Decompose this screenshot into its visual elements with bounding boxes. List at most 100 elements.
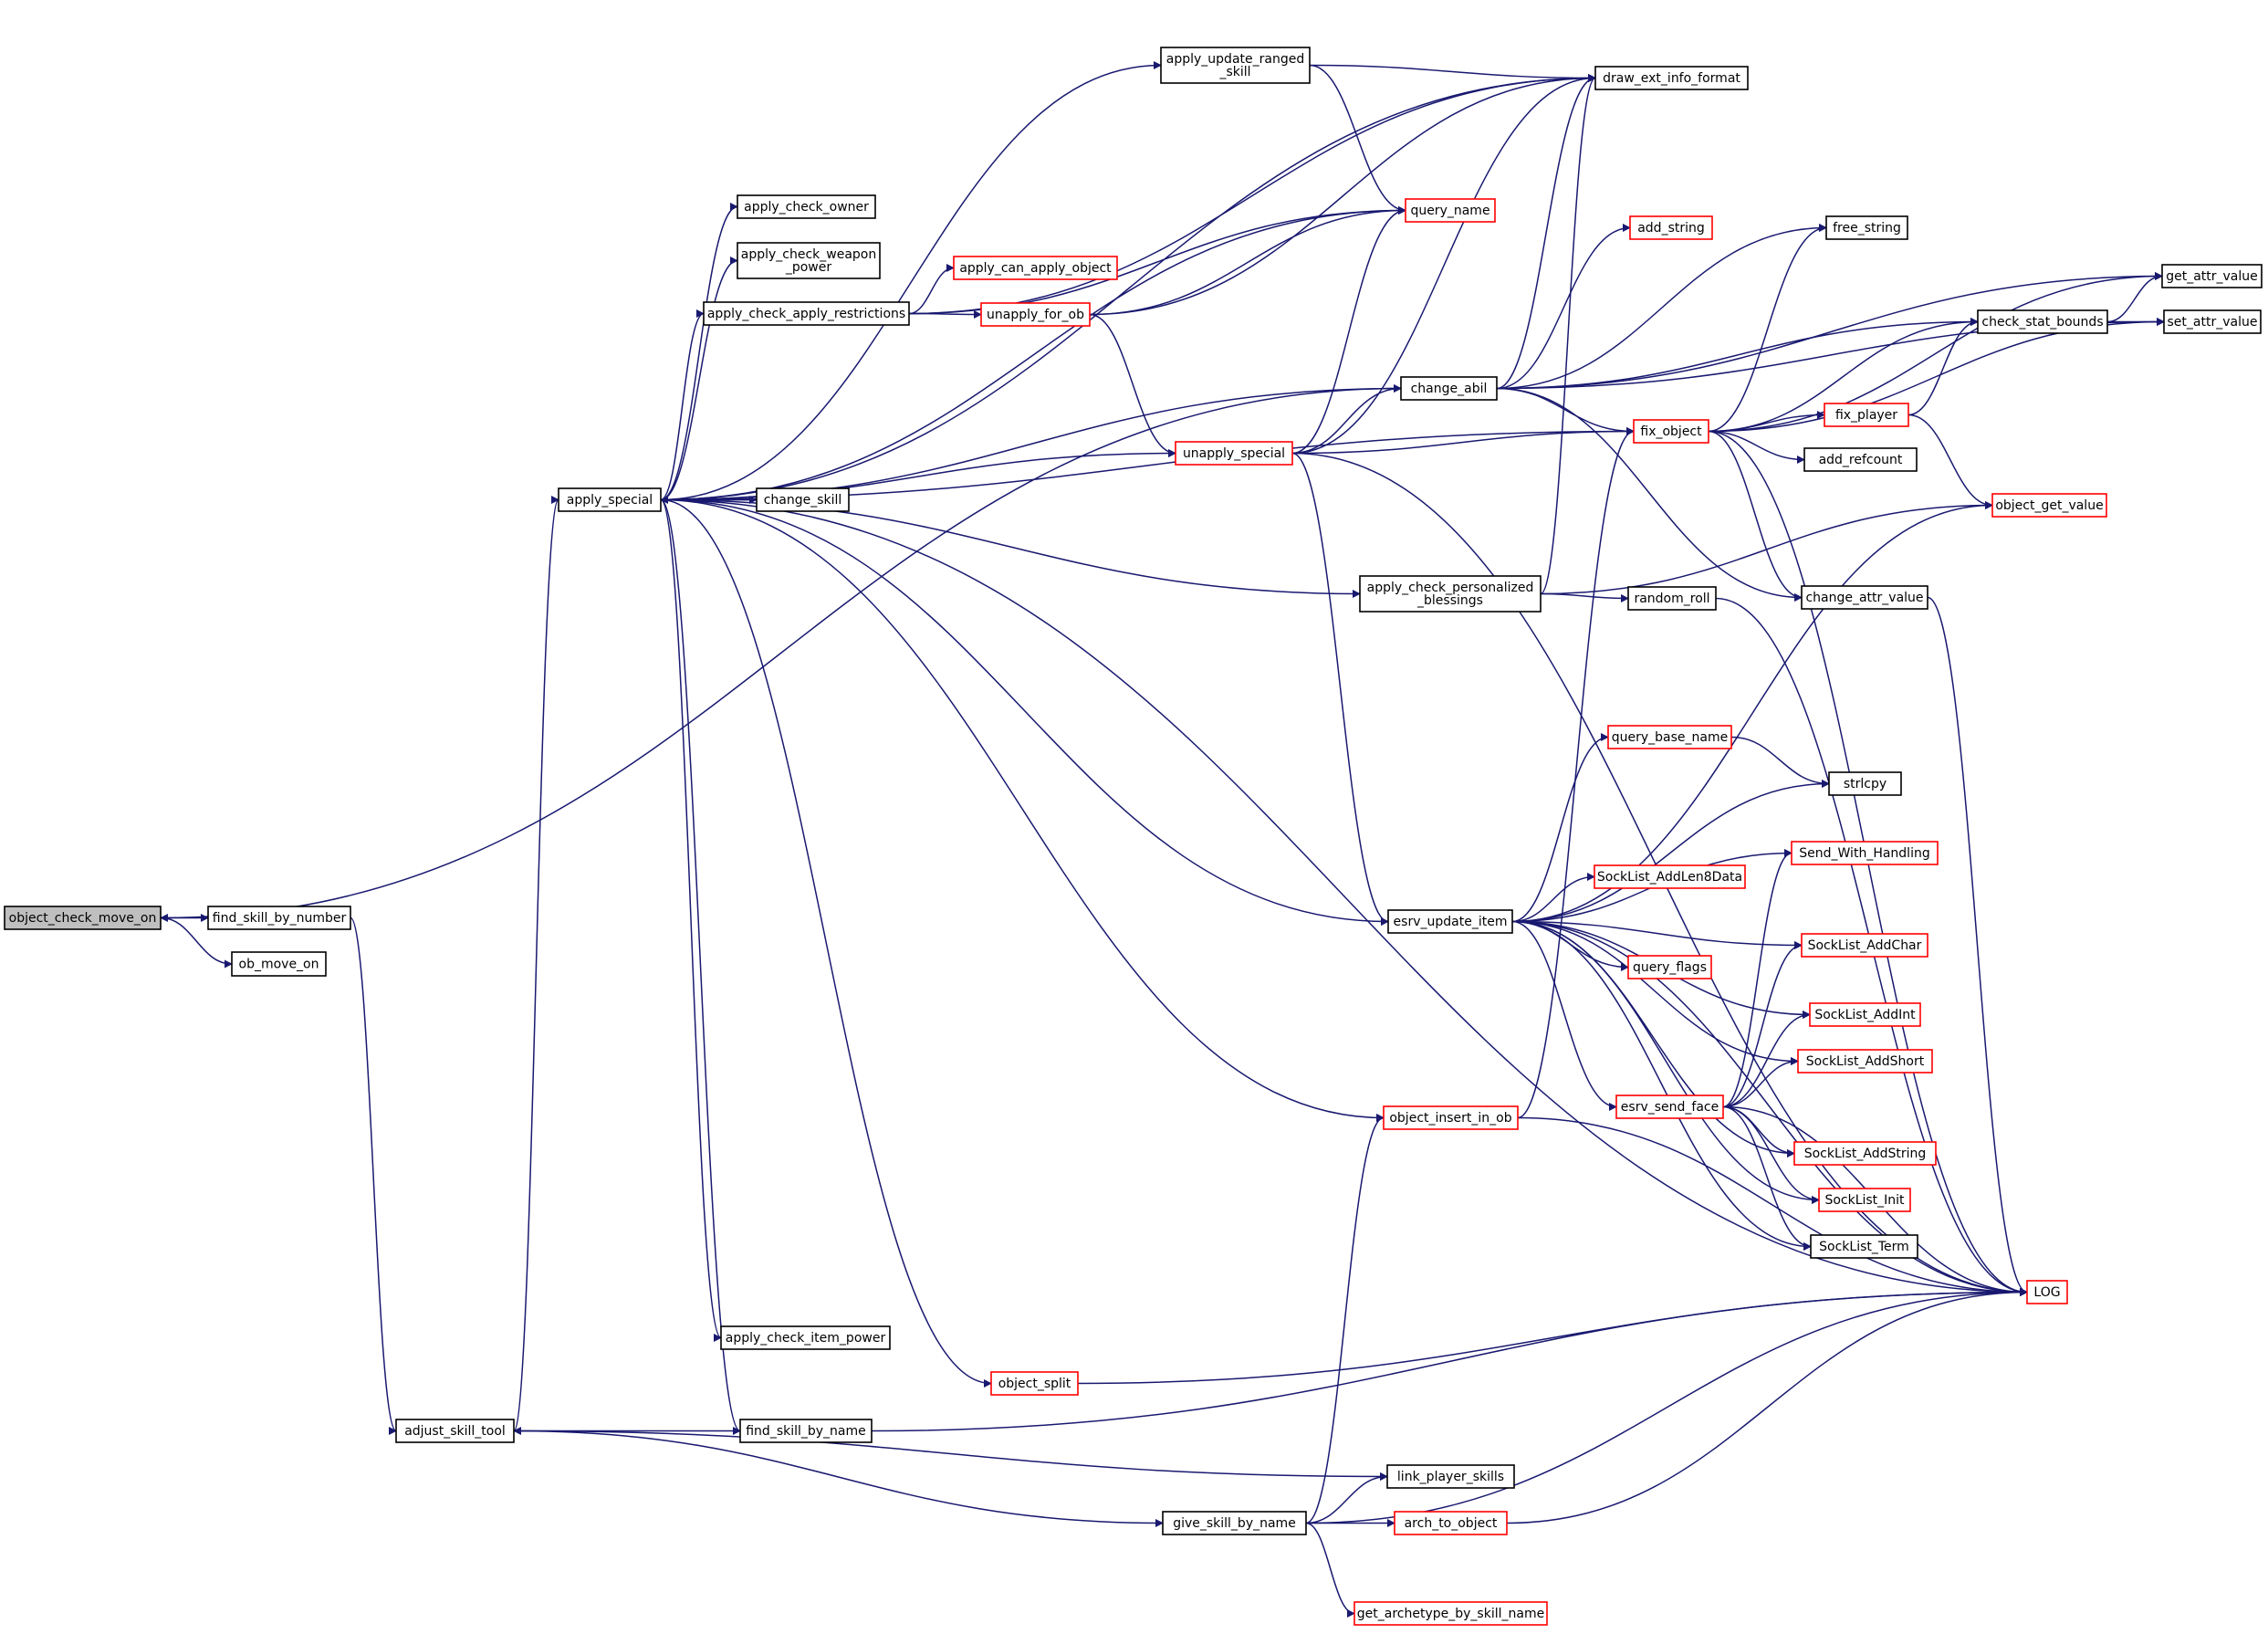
node-box — [1615, 1095, 1724, 1119]
node-find_skill_by_number[interactable]: find_skill_by_number — [207, 906, 351, 930]
node-esrv_update_item[interactable]: esrv_update_item — [1387, 909, 1513, 934]
node-find_skill_by_name[interactable]: find_skill_by_name — [739, 1419, 873, 1443]
edge-esrv_send_face-to-SockList_AddChar — [1722, 941, 1803, 1108]
node-apply_check_personalized_blessings[interactable]: apply_check_personalized_blessings — [1359, 575, 1542, 613]
node-apply_update_ranged_skill[interactable]: apply_update_ranged_skill — [1160, 47, 1311, 84]
node-label: esrv_update_item — [1394, 915, 1508, 929]
node-apply_special[interactable]: apply_special — [558, 487, 662, 512]
node-unapply_special[interactable]: unapply_special — [1175, 441, 1293, 466]
node-label: get_attr_value — [2166, 269, 2258, 284]
edge-fix_object-to-add_refcount — [1708, 430, 1805, 464]
node-label: free_string — [1833, 221, 1901, 236]
edge-change_abil-to-change_attr_value — [1496, 387, 1803, 602]
node-random_roll[interactable]: random_roll — [1627, 586, 1717, 611]
edge-unapply_special-to-fix_object — [1291, 427, 1635, 455]
node-SockList_AddLen8Data[interactable]: SockList_AddLen8Data — [1594, 864, 1746, 889]
node-object_check_move_on[interactable]: object_check_move_on — [4, 906, 162, 930]
node-box — [1162, 1511, 1307, 1535]
node-unapply_for_ob[interactable]: unapply_for_ob — [980, 302, 1091, 327]
edge-arch_to_object-to-LOG — [1506, 1288, 2028, 1524]
node-esrv_send_face[interactable]: esrv_send_face — [1615, 1095, 1724, 1119]
node-LOG[interactable]: LOG — [2026, 1280, 2068, 1304]
edge-object_insert_in_ob-to-fix_object — [1517, 427, 1635, 1119]
node-box — [1387, 909, 1513, 934]
edge-apply_check_apply_restrictions-to-apply_can_apply_object — [908, 264, 955, 315]
node-Send_With_Handling[interactable]: Send_With_Handling — [1791, 841, 1939, 865]
node-change_skill[interactable]: change_skill — [756, 487, 850, 512]
node-box — [737, 242, 881, 279]
node-free_string[interactable]: free_string — [1825, 215, 1908, 240]
node-box — [1809, 1002, 1921, 1027]
edge-find_skill_by_number-to-adjust_skill_tool — [350, 917, 397, 1435]
node-query_base_name[interactable]: query_base_name — [1607, 725, 1732, 749]
node-ob_move_on[interactable]: ob_move_on — [231, 951, 327, 977]
node-label: check_stat_bounds — [1981, 315, 2103, 330]
node-label: draw_ext_info_format — [1603, 71, 1740, 86]
edge-esrv_update_item-to-SockList_Init — [1511, 920, 1820, 1204]
node-strlcpy[interactable]: strlcpy — [1828, 771, 1902, 796]
node-box — [739, 1419, 873, 1443]
node-get_attr_value[interactable]: get_attr_value — [2161, 264, 2263, 288]
node-label: _blessings — [1416, 593, 1483, 608]
node-SockList_AddChar[interactable]: SockList_AddChar — [1801, 933, 1928, 958]
node-check_stat_bounds[interactable]: check_stat_bounds — [1977, 309, 2108, 334]
node-label: apply_check_item_power — [726, 1331, 886, 1346]
node-apply_check_item_power[interactable]: apply_check_item_power — [720, 1325, 891, 1350]
node-label: fix_player — [1835, 408, 1897, 423]
node-box — [953, 256, 1118, 280]
node-label: add_refcount — [1819, 453, 1903, 467]
node-SockList_AddShort[interactable]: SockList_AddShort — [1797, 1049, 1933, 1074]
node-get_archetype_by_skill_name[interactable]: get_archetype_by_skill_name — [1353, 1601, 1548, 1626]
edge-give_skill_by_name-to-link_player_skills — [1305, 1472, 1388, 1524]
edge-apply_special-to-apply_check_weapon_power — [660, 257, 738, 501]
node-give_skill_by_name[interactable]: give_skill_by_name — [1162, 1511, 1307, 1535]
node-box — [1160, 47, 1311, 84]
node-box — [1607, 725, 1732, 749]
node-apply_check_apply_restrictions[interactable]: apply_check_apply_restrictions — [703, 301, 910, 326]
node-add_string[interactable]: add_string — [1629, 215, 1713, 240]
edge-apply_special-to-apply_update_ranged_skill — [660, 61, 1162, 501]
node-box — [1801, 585, 1928, 610]
node-label: object_check_move_on — [9, 911, 157, 926]
node-adjust_skill_tool[interactable]: adjust_skill_tool — [395, 1419, 515, 1443]
node-change_abil[interactable]: change_abil — [1400, 376, 1498, 401]
node-SockList_Term[interactable]: SockList_Term — [1810, 1234, 1918, 1259]
edge-change_abil-to-free_string — [1496, 224, 1827, 390]
node-add_refcount[interactable]: add_refcount — [1803, 447, 1918, 472]
node-label: apply_check_personalized — [1367, 581, 1534, 595]
node-SockList_AddString[interactable]: SockList_AddString — [1793, 1141, 1937, 1166]
node-label: esrv_send_face — [1621, 1100, 1719, 1115]
node-fix_player[interactable]: fix_player — [1824, 403, 1909, 427]
edge-apply_check_apply_restrictions-to-draw_ext_info_format — [908, 74, 1596, 315]
node-apply_check_owner[interactable]: apply_check_owner — [737, 194, 876, 219]
node-label: _skill — [1218, 65, 1250, 79]
node-box — [1991, 493, 2107, 518]
node-set_attr_value[interactable]: set_attr_value — [2163, 309, 2262, 334]
node-label: random_roll — [1634, 592, 1709, 606]
node-link_player_skills[interactable]: link_player_skills — [1386, 1464, 1515, 1489]
node-object_insert_in_ob[interactable]: object_insert_in_ob — [1383, 1105, 1519, 1130]
node-label: SockList_AddInt — [1814, 1008, 1916, 1022]
edge-apply_update_ranged_skill-to-draw_ext_info_format — [1309, 64, 1596, 82]
edge-apply_special-to-find_skill_by_name — [660, 498, 741, 1435]
node-object_get_value[interactable]: object_get_value — [1991, 493, 2107, 518]
node-box — [1629, 215, 1713, 240]
node-query_name[interactable]: query_name — [1405, 198, 1496, 223]
node-arch_to_object[interactable]: arch_to_object — [1394, 1511, 1508, 1535]
node-apply_can_apply_object[interactable]: apply_can_apply_object — [953, 256, 1118, 280]
node-label: Send_With_Handling — [1799, 846, 1929, 861]
node-SockList_AddInt[interactable]: SockList_AddInt — [1809, 1002, 1921, 1027]
edge-adjust_skill_tool-to-give_skill_by_name — [513, 1430, 1164, 1527]
node-object_split[interactable]: object_split — [990, 1371, 1079, 1396]
node-draw_ext_info_format[interactable]: draw_ext_info_format — [1594, 66, 1749, 90]
function-nodes: object_check_move_on find_skill_by_number… — [4, 47, 2263, 1626]
edge-esrv_send_face-to-SockList_AddShort — [1722, 1057, 1799, 1108]
node-change_attr_value[interactable]: change_attr_value — [1801, 585, 1928, 610]
node-box — [1818, 1188, 1911, 1212]
edge-adjust_skill_tool-to-link_player_skills — [513, 1430, 1388, 1481]
node-SockList_Init[interactable]: SockList_Init — [1818, 1188, 1911, 1212]
node-fix_object[interactable]: fix_object — [1633, 419, 1709, 444]
node-query_flags[interactable]: query_flags — [1627, 955, 1712, 979]
node-apply_check_weapon_power[interactable]: apply_check_weapon_power — [737, 242, 881, 279]
